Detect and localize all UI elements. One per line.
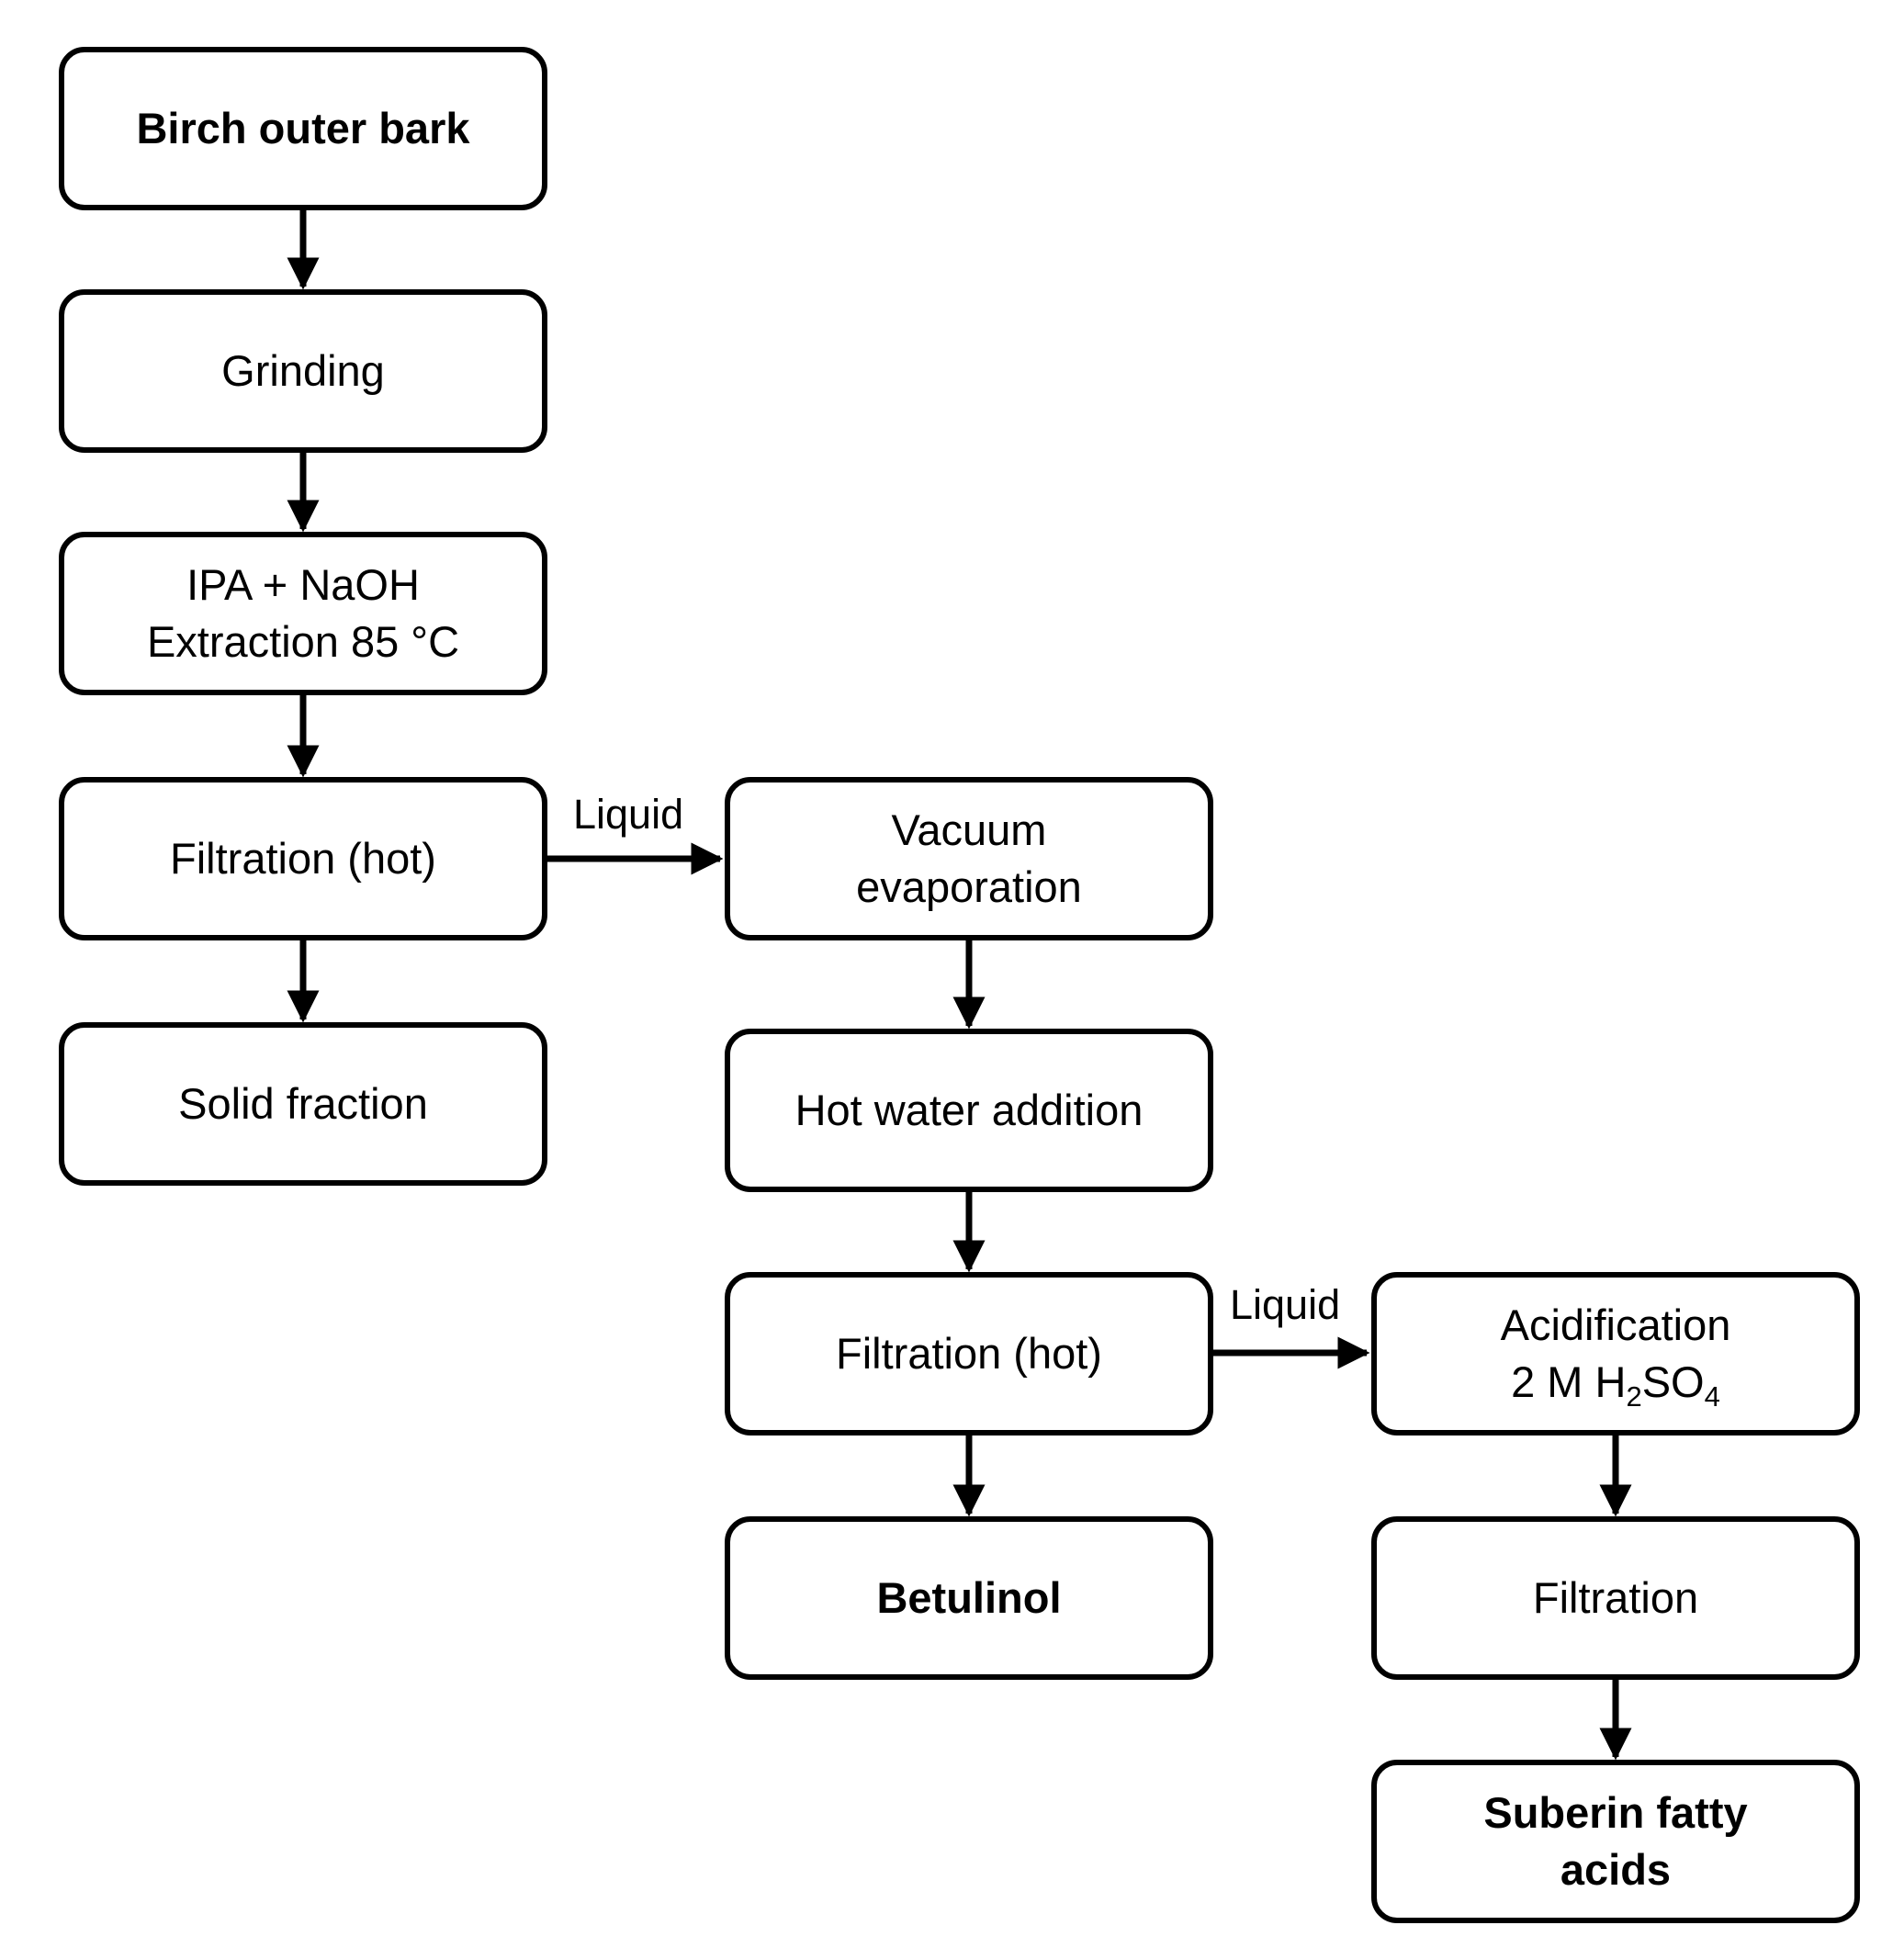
node-vacuum-evaporation-line1: Vacuum xyxy=(891,805,1047,854)
node-extraction: IPA + NaOH Extraction 85 °C xyxy=(59,532,547,695)
node-betulinol: Betulinol xyxy=(725,1516,1213,1680)
node-extraction-label: IPA + NaOH Extraction 85 °C xyxy=(147,557,459,670)
node-filtration-hot-1: Filtration (hot) xyxy=(59,777,547,940)
edge-label-liquid-2: Liquid xyxy=(1230,1281,1341,1328)
node-filtration: Filtration xyxy=(1371,1516,1860,1680)
node-extraction-line1: IPA + NaOH xyxy=(186,560,420,609)
node-acidification-subscript-2: 2 xyxy=(1626,1380,1642,1413)
node-acidification-line2-mid: SO xyxy=(1641,1357,1705,1406)
node-hot-water-addition: Hot water addition xyxy=(725,1029,1213,1192)
node-betulinol-label: Betulinol xyxy=(876,1573,1062,1622)
node-vacuum-evaporation-label: Vacuum evaporation xyxy=(856,802,1082,916)
node-birch-outer-bark-label: Birch outer bark xyxy=(136,104,470,152)
node-filtration-hot-1-label: Filtration (hot) xyxy=(170,834,436,883)
node-birch-outer-bark: Birch outer bark xyxy=(59,47,547,210)
node-vacuum-evaporation: Vacuum evaporation xyxy=(725,777,1213,940)
node-vacuum-evaporation-line2: evaporation xyxy=(856,862,1082,911)
node-acidification-line2-prefix: 2 M H xyxy=(1511,1357,1627,1406)
node-grinding: Grinding xyxy=(59,289,547,453)
node-grinding-label: Grinding xyxy=(221,346,385,395)
node-acidification: Acidification 2 M H2SO4 xyxy=(1371,1272,1860,1435)
node-acidification-label: Acidification 2 M H2SO4 xyxy=(1501,1297,1731,1411)
node-solid-fraction: Solid fraction xyxy=(59,1022,547,1186)
node-filtration-hot-2-label: Filtration (hot) xyxy=(836,1329,1102,1378)
node-suberin-fatty-acids: Suberin fatty acids xyxy=(1371,1760,1860,1923)
node-acidification-line1: Acidification xyxy=(1500,1300,1731,1349)
node-suberin-fatty-acids-line2: acids xyxy=(1560,1845,1672,1894)
node-filtration-label: Filtration xyxy=(1532,1573,1699,1622)
node-suberin-fatty-acids-label: Suberin fatty acids xyxy=(1483,1784,1747,1898)
edge-label-liquid-1: Liquid xyxy=(573,791,684,838)
node-acidification-subscript-4: 4 xyxy=(1704,1380,1720,1413)
node-hot-water-addition-label: Hot water addition xyxy=(794,1086,1144,1134)
node-extraction-line2: Extraction 85 °C xyxy=(146,617,460,666)
node-acidification-line2: 2 M H2SO4 xyxy=(1501,1354,1731,1411)
node-solid-fraction-label: Solid fraction xyxy=(178,1079,428,1128)
node-filtration-hot-2: Filtration (hot) xyxy=(725,1272,1213,1435)
node-suberin-fatty-acids-line1: Suberin fatty xyxy=(1483,1788,1748,1837)
